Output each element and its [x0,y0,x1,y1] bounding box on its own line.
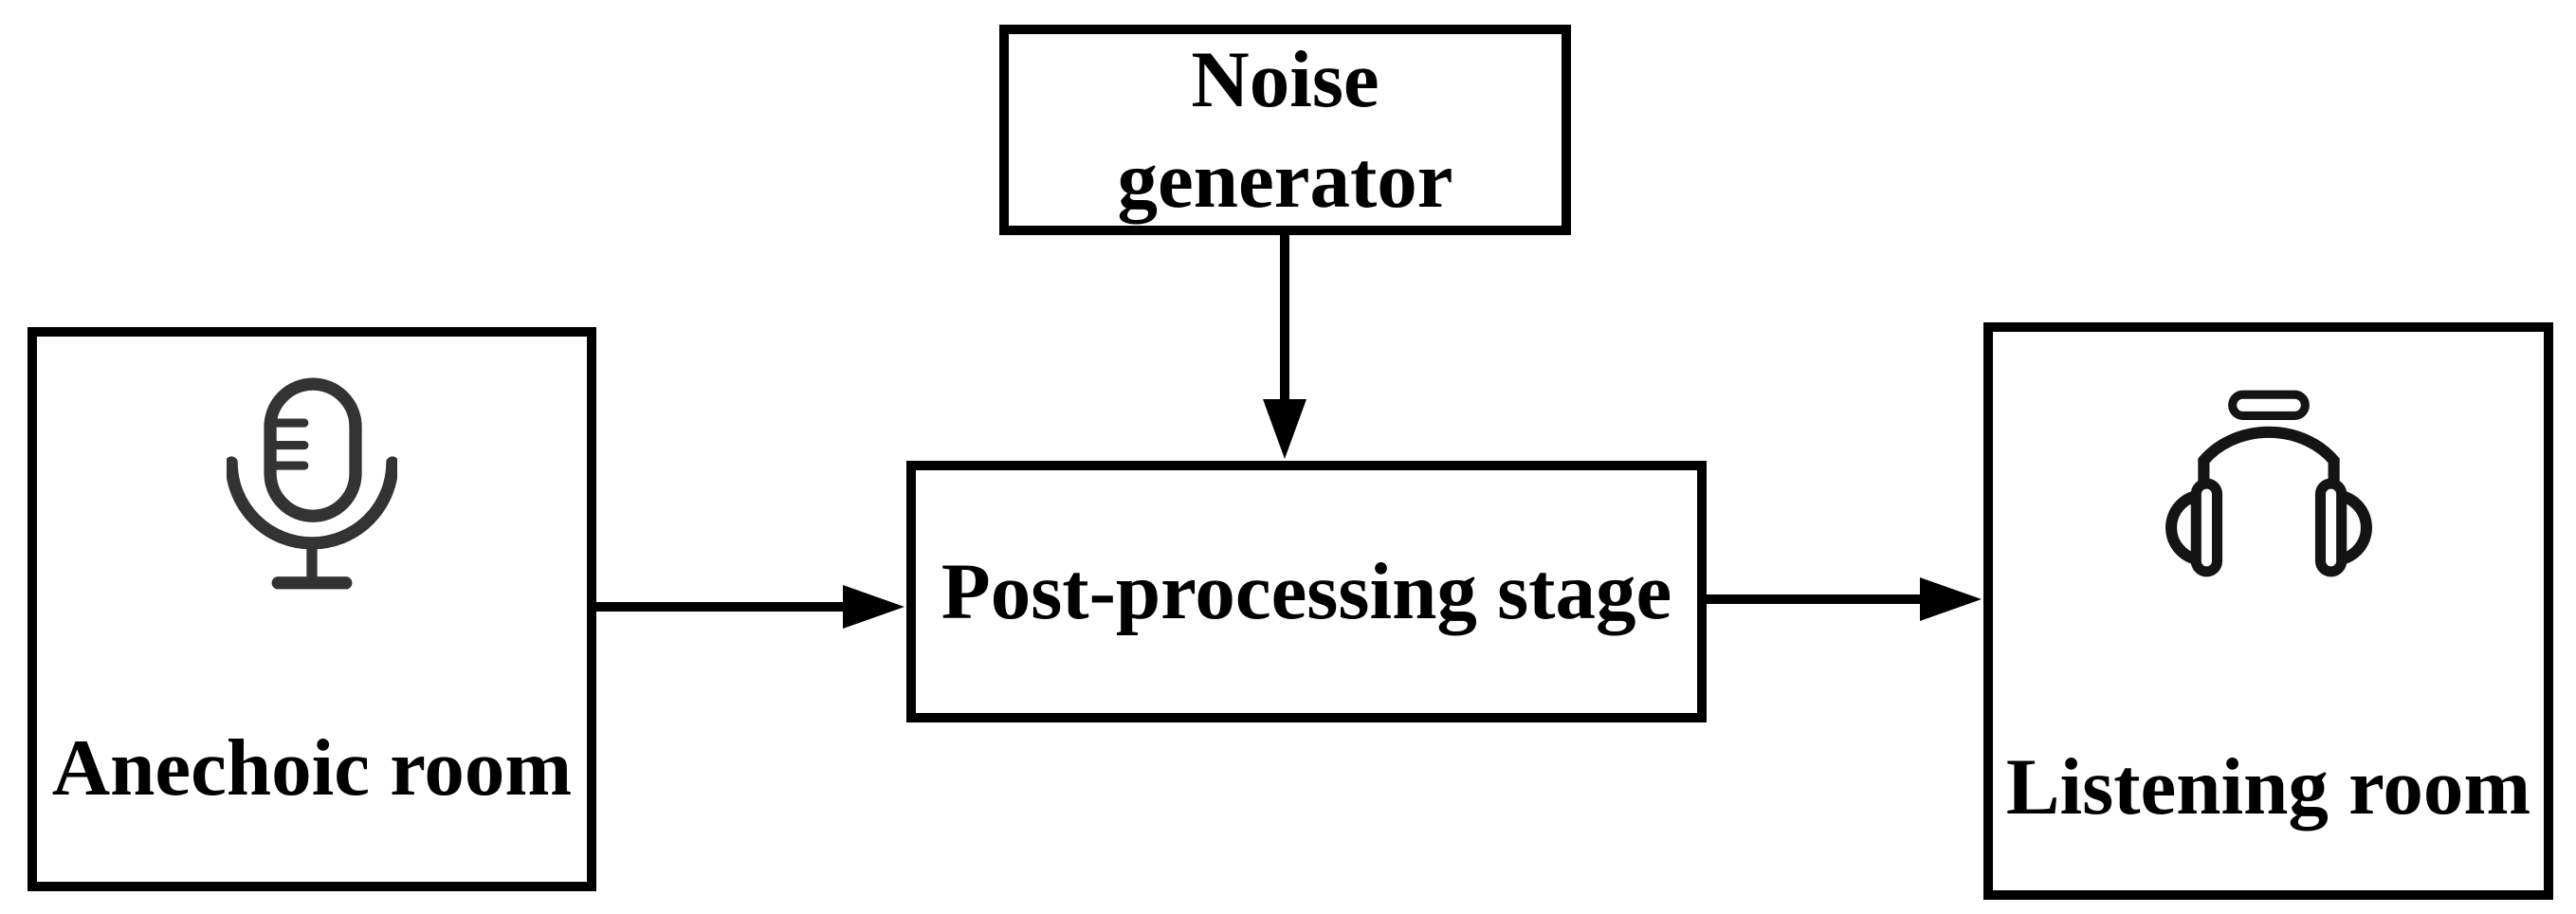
post-processing-stage-label: Post-processing stage [941,547,1672,636]
arrow-postprocessing-to-listening [1707,577,1982,621]
node-listening-room: Listening room [1983,322,2553,900]
node-post-processing-stage: Post-processing stage [906,461,1707,722]
arrow-noisegenerator-to-postprocessing [1263,235,1306,459]
headphones-icon [2164,378,2374,584]
listening-room-label: Listening room [2005,742,2531,832]
noise-generator-label-line1: Noise [1191,35,1379,124]
microphone-icon [225,377,399,597]
noise-generator-label-line2: generator [1117,136,1453,225]
node-noise-generator: Noise generator [999,25,1571,235]
anechoic-room-label: Anechoic room [51,723,573,813]
node-anechoic-room: Anechoic room [27,327,596,891]
arrow-anechoic-to-postprocessing [596,585,904,629]
